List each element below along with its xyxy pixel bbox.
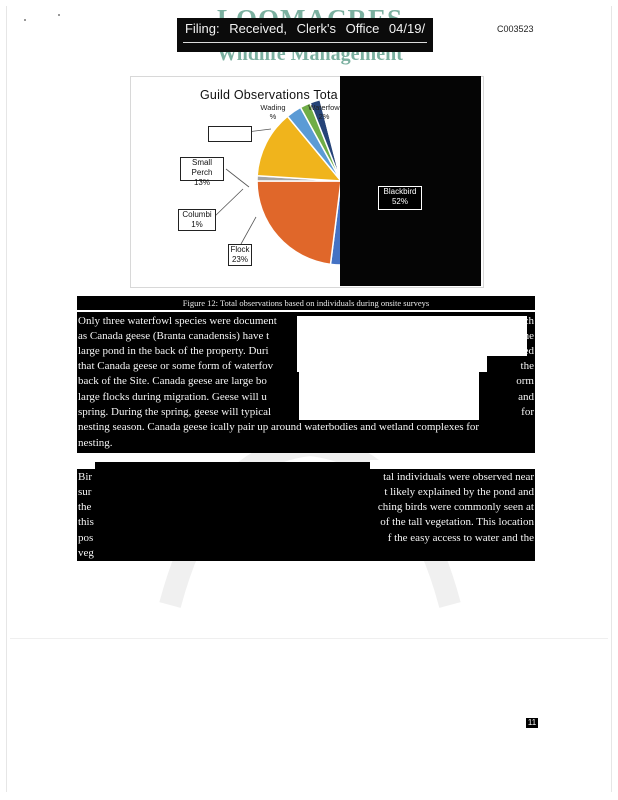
small-perch-name: Small Perch bbox=[191, 158, 213, 177]
waterfowl-label-name: Waterfow bbox=[308, 103, 340, 112]
callout-leader-line bbox=[240, 216, 257, 245]
wading-label-pct: % bbox=[269, 112, 277, 121]
columbi-pct: 1% bbox=[191, 220, 203, 229]
blackbird-name: Blackbird bbox=[383, 187, 417, 196]
page-edge bbox=[6, 6, 612, 792]
small-perch-pct: 13% bbox=[193, 178, 210, 187]
para1-line: large flocks during migration. Geese wil… bbox=[78, 391, 267, 403]
scan-speck bbox=[58, 14, 60, 16]
para2-right-fragment: t likely explained by the pond and bbox=[384, 486, 534, 498]
blank-callout bbox=[208, 126, 252, 142]
para1-line: back of the Site. Canada geese are large… bbox=[78, 375, 267, 387]
flock-pct: 23% bbox=[231, 255, 248, 264]
wading-label: Wading % bbox=[256, 103, 290, 121]
para2-left-fragment: the bbox=[78, 501, 92, 513]
flock-name: Flock bbox=[230, 245, 250, 254]
page-number: 11 bbox=[526, 718, 538, 728]
filing-rule bbox=[183, 42, 427, 43]
waterfowl-label: Waterfow 2% bbox=[304, 103, 344, 121]
redaction-white-block bbox=[297, 356, 487, 372]
scan-speck bbox=[24, 19, 26, 21]
para1-line: Only three waterfowl species were docume… bbox=[78, 315, 277, 327]
para2-left-fragment: this bbox=[78, 516, 94, 528]
wading-label-name: Wading bbox=[260, 103, 286, 112]
pie-slice-flock bbox=[256, 180, 342, 266]
redaction-white-block bbox=[299, 372, 479, 420]
para2-left-fragment: pos bbox=[78, 532, 94, 544]
para1-right-fragment: and bbox=[518, 391, 534, 403]
para2-right-fragment: ching birds were commonly seen at bbox=[377, 501, 534, 513]
para2-white-notch bbox=[370, 460, 535, 469]
blackbird-callout: Blackbird 52% bbox=[378, 186, 422, 210]
flock-callout: Flock 23% bbox=[228, 244, 252, 266]
waterfowl-label-pct: 2% bbox=[318, 112, 330, 121]
figure-caption-bar: Figure 12: Total observations based on i… bbox=[77, 296, 535, 310]
para1-right-fragment: the bbox=[520, 360, 534, 372]
para2-redaction-tab bbox=[95, 462, 370, 470]
para1-line: spring. During the spring, geese will ty… bbox=[78, 406, 272, 418]
redaction-white-block bbox=[297, 316, 527, 356]
filing-stamp-text: Filing: Received, Clerk's Office 04/19/ bbox=[184, 21, 426, 36]
chart-title: Guild Observations Tota bbox=[200, 88, 338, 102]
paragraph-2: Bir sur the this pos veg tal individuals… bbox=[77, 469, 535, 561]
para1-line: large pond in the back of the property. … bbox=[78, 345, 269, 357]
para1-line: that Canada geese or some form of waterf… bbox=[78, 360, 274, 372]
para1-line: nesting. bbox=[78, 437, 113, 449]
small-perch-callout: Small Perch 13% bbox=[180, 157, 224, 187]
blackbird-pct: 52% bbox=[391, 197, 408, 206]
scan-rule bbox=[10, 638, 608, 639]
document-id: C003523 bbox=[497, 24, 534, 34]
para1-right-fragment: orm bbox=[516, 375, 534, 387]
pie-slice-small-perch bbox=[256, 115, 343, 182]
paragraph-1: Only three waterfowl species were docume… bbox=[77, 312, 535, 453]
para2-right-fragment: of the tall vegetation. This location bbox=[380, 516, 534, 528]
para2-right-fragment: f the easy access to water and the bbox=[387, 532, 534, 544]
para1-line: as Canada geese (Branta canadensis) have… bbox=[78, 330, 270, 342]
para2-left-fragment: sur bbox=[78, 486, 92, 498]
callout-leader-line bbox=[214, 188, 244, 217]
para2-left-fragment: Bir bbox=[78, 471, 93, 483]
columbi-callout: Columbi 1% bbox=[178, 209, 216, 231]
figure-caption: Figure 12: Total observations based on i… bbox=[182, 298, 430, 308]
callout-leader-line bbox=[225, 168, 250, 188]
para1-right-fragment: for bbox=[521, 406, 534, 418]
para2-left-fragment: veg bbox=[78, 547, 94, 559]
columbi-name: Columbi bbox=[182, 210, 212, 219]
para1-line: nesting season. Canada geese ically pair… bbox=[78, 421, 480, 433]
filing-stamp-bar: Filing: Received, Clerk's Office 04/19/ bbox=[177, 18, 433, 52]
chart-redaction bbox=[340, 76, 481, 286]
para2-right-fragment: tal individuals were observed near bbox=[383, 471, 534, 483]
